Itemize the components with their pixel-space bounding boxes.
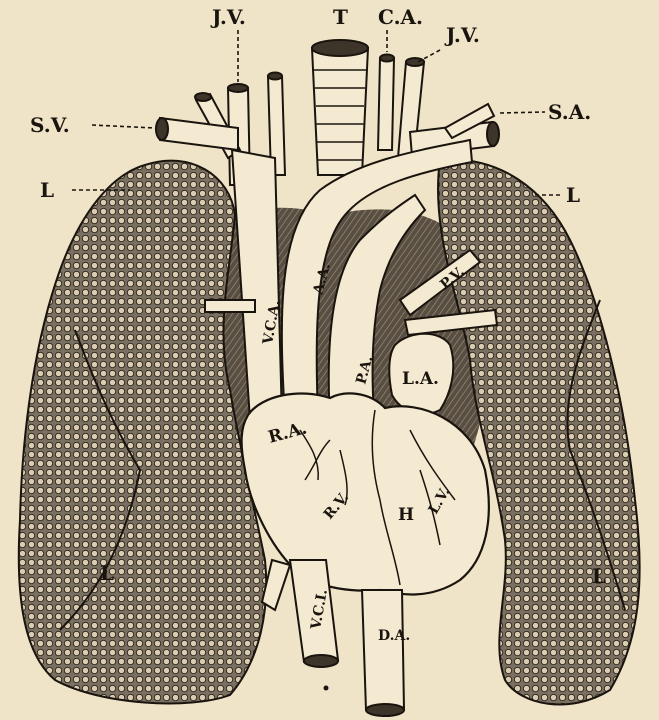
plate-dot [324,686,329,691]
label-h: H [398,505,414,525]
label-l-lower-right: L [592,564,606,588]
label-sa: S.A. [548,100,591,124]
left-lung [19,161,266,704]
trachea [312,40,368,175]
label-la: L.A. [402,369,439,389]
label-l-upper-left: L [40,178,54,202]
label-jv-right: J.V. [444,23,480,47]
label-trachea: T [333,5,348,29]
label-sv: S.V. [30,113,70,137]
label-l-upper-right: L [566,183,580,207]
descending-aorta [362,590,404,716]
label-da: D.A. [378,628,410,644]
label-ca: C.A. [378,5,423,29]
label-jv-left: J.V. [210,5,246,29]
label-l-lower-left: L [100,561,114,585]
